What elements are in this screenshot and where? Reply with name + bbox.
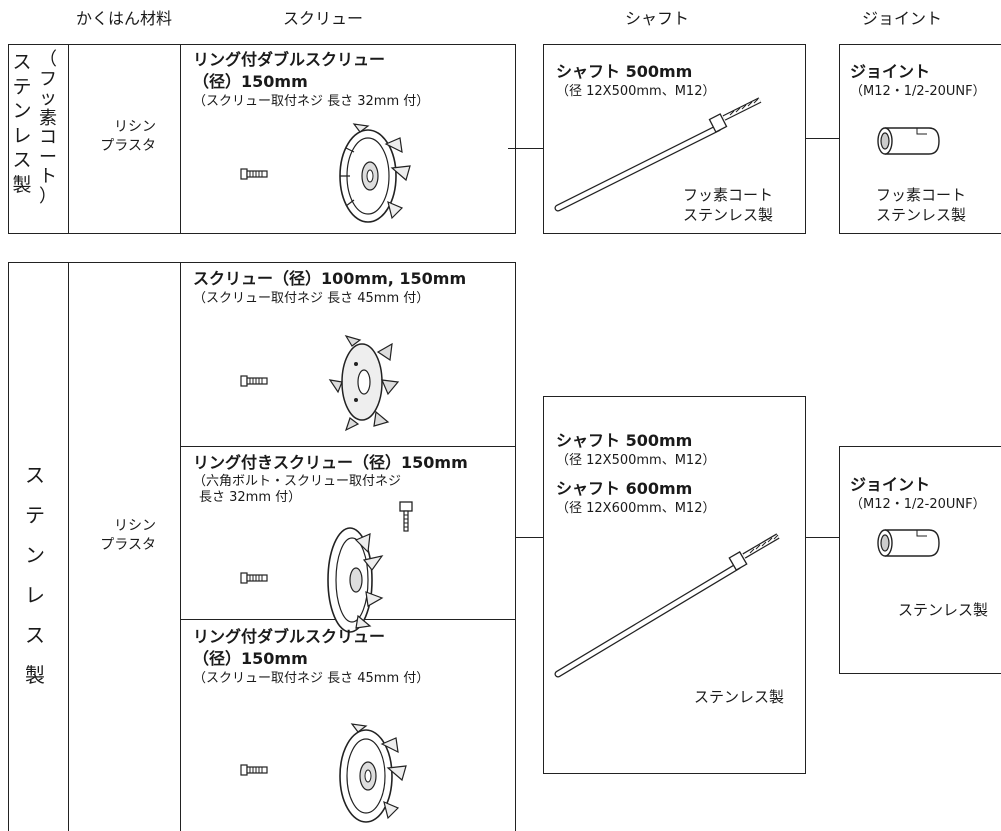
stainless-top-border [8,262,516,263]
stainless-material: リシン プラスタ [100,518,156,553]
joint-coupling-icon [877,529,940,557]
stainless-screw1-text: スクリュー（径）100mm, 150mm （スクリュー取付ネジ 長さ 45mm … [193,269,467,306]
stainless-connector-shaft-joint [806,537,840,538]
fluoro-shaft-text: シャフト 500mm （径 12X500mm、M12） [556,62,716,99]
shaft-rod-icon [554,533,780,678]
stainless-row-separator-1 [180,446,516,447]
stainless-shaft-box [543,396,806,774]
stainless-screw2-text: リング付きスクリュー（径）150mm （六角ボルト・スクリュー取付ネジ 長さ 3… [193,453,468,505]
stainless-shaft-material: ステンレス製 [694,688,785,706]
screw-impeller-icon [328,335,400,432]
ring-double-screw-icon [339,723,407,823]
mounting-bolt-icon [240,375,268,387]
header-screw: スクリュー [283,9,364,28]
stainless-connector-screw-shaft [515,537,544,538]
fluoro-material: リシン プラスタ [100,119,156,154]
stainless-divider-2 [180,262,181,831]
stainless-shaft-text: シャフト 500mm （径 12X500mm、M12） シャフト 600mm （… [556,431,716,516]
fluoro-left-frame [8,44,516,234]
ring-screw-icon [327,527,384,633]
stainless-screw3-text: リング付ダブルスクリュー （径）150mm （スクリュー取付ネジ 長さ 45mm… [193,627,430,686]
stainless-joint-box [839,446,1001,674]
stainless-divider-1 [68,262,69,831]
fluoro-divider-2 [180,44,181,234]
mounting-bolt-icon [240,572,268,584]
ring-double-screw-icon [339,123,411,223]
fluoro-joint-box [839,44,1001,234]
fluoro-shaft-material: フッ素コート ステンレス製 [683,186,774,224]
stainless-right-border [515,262,516,831]
mounting-bolt-icon [240,168,268,180]
fluoro-connector-screw-shaft [508,148,544,149]
header-shaft: シャフト [625,9,690,28]
fluoro-connector-shaft-joint [806,138,840,139]
header-joint: ジョイント [862,9,943,28]
stainless-left-border [8,262,9,831]
header-material: かくはん材料 [76,9,173,28]
stainless-category: ス テ ン レ ス 製 [25,463,45,687]
fluoro-shaft-box [543,44,806,234]
fluoro-screw-text: リング付ダブルスクリュー （径）150mm （スクリュー取付ネジ 長さ 32mm… [193,50,430,109]
fluoro-joint-text: ジョイント （M12・1/2-20UNF） [850,62,986,99]
mounting-bolt-icon [240,764,268,776]
stainless-joint-material: ステンレス製 [898,601,989,619]
joint-coupling-icon [877,127,940,155]
fluoro-category-paren: （ フ ッ 素 コ ー ト ） [39,49,57,207]
hex-bolt-icon [399,501,413,532]
stainless-joint-text: ジョイント （M12・1/2-20UNF） [850,475,986,512]
fluoro-joint-material: フッ素コート ステンレス製 [876,186,967,224]
fluoro-category-main: ス テ ン レ ス 製 [12,51,32,196]
shaft-rod-icon [554,97,762,212]
fluoro-divider-1 [68,44,69,234]
